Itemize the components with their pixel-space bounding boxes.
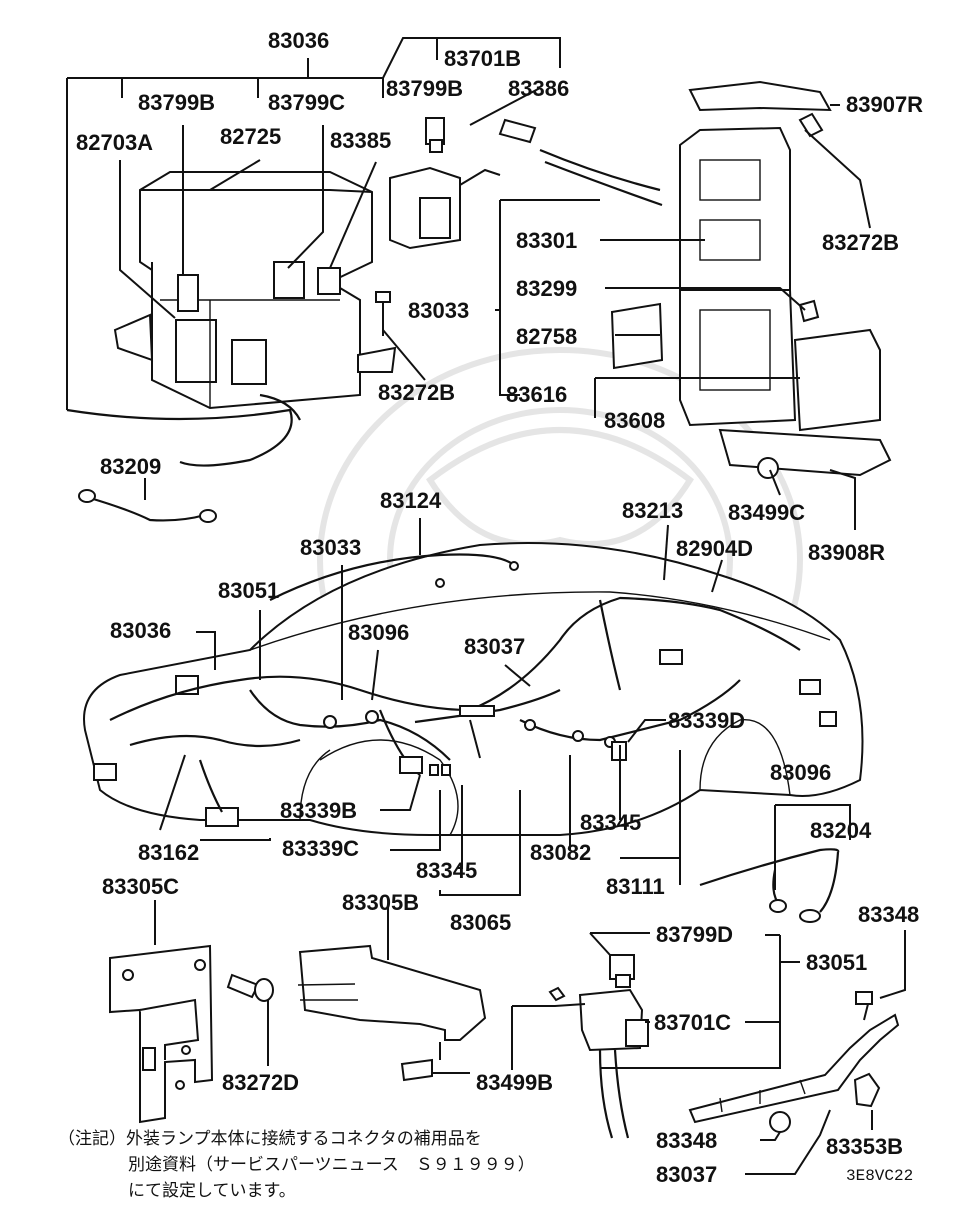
label-83051-right: 83051 [806, 950, 867, 975]
label-83065: 83065 [450, 910, 511, 935]
label-83036-top: 83036 [268, 28, 329, 53]
relay-box-assembly [66, 37, 561, 467]
label-83272B-right: 83272B [822, 230, 899, 255]
label-83272D: 83272D [222, 1070, 299, 1095]
part-number-labels: 83036 83701B 83799B 83799B 83386 83799C … [76, 28, 923, 1187]
label-83353B: 83353B [826, 1134, 903, 1159]
label-83799C: 83799C [268, 90, 345, 115]
relay-parts-top-middle [389, 87, 541, 250]
label-83348-right: 83348 [858, 902, 919, 927]
label-83799D: 83799D [656, 922, 733, 947]
label-82703A: 82703A [76, 130, 153, 155]
footnote-line-3: にて設定しています。 [128, 1181, 296, 1201]
label-83213: 83213 [622, 498, 683, 523]
junction-block-assembly [495, 80, 892, 530]
bracket-83305B [297, 905, 487, 1082]
footnote-line-2: 別途資料（サービスパーツニュース Ｓ９１９９９） [128, 1155, 535, 1175]
label-82904D: 82904D [676, 536, 753, 561]
bolt-83272D [226, 973, 274, 1066]
label-83799B-a: 83799B [138, 90, 215, 115]
wiring-harness-routing [109, 518, 837, 896]
label-83608: 83608 [604, 408, 665, 433]
label-83305C: 83305C [102, 874, 179, 899]
footnote-line-1: （注記）外装ランプ本体に接続するコネクタの補用品を [58, 1129, 482, 1149]
label-83299: 83299 [516, 276, 577, 301]
label-83037-bottom: 83037 [656, 1162, 717, 1187]
label-83272B-left: 83272B [378, 380, 455, 405]
label-83033-top: 83033 [408, 298, 469, 323]
label-83908R: 83908R [808, 540, 885, 565]
label-83499B: 83499B [476, 1070, 553, 1095]
label-83124: 83124 [380, 488, 442, 513]
label-83339D: 83339D [668, 708, 745, 733]
label-83204: 83204 [810, 818, 872, 843]
label-83799B-b: 83799B [386, 76, 463, 101]
label-83096-right: 83096 [770, 760, 831, 785]
label-83339C: 83339C [282, 836, 359, 861]
label-83111: 83111 [606, 874, 665, 899]
label-83386: 83386 [508, 76, 569, 101]
label-83616: 83616 [506, 382, 567, 407]
label-83345-right: 83345 [580, 810, 641, 835]
label-83209: 83209 [100, 454, 161, 479]
label-83305B: 83305B [342, 890, 419, 915]
label-83339B: 83339B [280, 798, 357, 823]
label-83082: 83082 [530, 840, 591, 865]
label-83037-mid: 83037 [464, 634, 525, 659]
label-83348-bottom: 83348 [656, 1128, 717, 1153]
label-83499C: 83499C [728, 500, 805, 525]
label-83033-mid: 83033 [300, 535, 361, 560]
connector-assembly-83701C [511, 932, 800, 1139]
label-83701B: 83701B [444, 46, 521, 71]
label-82725: 82725 [220, 124, 281, 149]
label-83301: 83301 [516, 228, 577, 253]
label-83701C: 83701C [654, 1010, 731, 1035]
label-83096-mid: 83096 [348, 620, 409, 645]
label-83907R: 83907R [846, 92, 923, 117]
vehicle-body-outline [83, 542, 864, 836]
label-82758: 82758 [516, 324, 577, 349]
label-83385: 83385 [330, 128, 391, 153]
label-83036-mid: 83036 [110, 618, 171, 643]
harness-clip-83051 [688, 930, 906, 1175]
label-83051-mid: 83051 [218, 578, 279, 603]
footnote: （注記）外装ランプ本体に接続するコネクタの補用品を 別途資料（サービスパーツニュ… [58, 1126, 618, 1204]
label-83162: 83162 [138, 840, 199, 865]
sensor-wire-83204 [699, 804, 851, 923]
bracket-83305C [109, 900, 214, 1124]
diagram-code: 3E8VC22 [846, 1167, 913, 1185]
label-83345-mid: 83345 [416, 858, 477, 883]
ground-wire-83209 [78, 478, 217, 523]
